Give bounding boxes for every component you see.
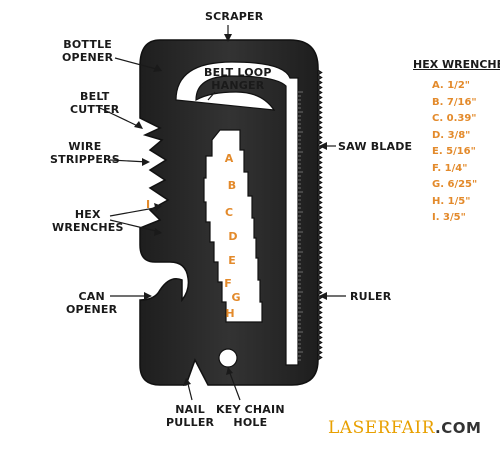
hex-legend-item: B. 7/16" bbox=[432, 96, 477, 108]
saw-tooth-row bbox=[317, 69, 323, 361]
label-scraper: SCRAPER bbox=[205, 10, 264, 23]
label-belt-loop-hanger-line2: HANGER bbox=[211, 79, 265, 92]
label-can-opener: CAN OPENER bbox=[66, 290, 117, 316]
key-chain-hole bbox=[218, 348, 238, 368]
label-can-opener-line1: CAN bbox=[78, 290, 105, 303]
hex-legend-item: G. 6/25" bbox=[432, 179, 478, 190]
hex-letter: H bbox=[225, 307, 234, 320]
hex-wrench-cutout bbox=[203, 129, 263, 323]
hex-wrenches-legend: A. 1/2" B. 7/16" C. 0.39" D. 3/8" E. 5/16" F.… bbox=[432, 78, 477, 227]
leader-arrows bbox=[134, 34, 327, 386]
hex-legend-item: D. 3/8" bbox=[432, 129, 471, 141]
hex-letter: E bbox=[228, 254, 236, 267]
hex-legend-item: H. 1/5" bbox=[432, 195, 471, 207]
label-can-opener-line2: OPENER bbox=[66, 303, 118, 316]
label-wire-strippers: WIRE STRIPPERS bbox=[50, 140, 120, 166]
label-belt-loop-hanger: BELT LOOP HANGER bbox=[204, 66, 272, 92]
label-saw-blade: SAW BLADE bbox=[338, 140, 413, 153]
saw-blade-teeth bbox=[317, 69, 323, 361]
ruler-ticks bbox=[298, 91, 303, 361]
bottle-opener-cutout bbox=[175, 61, 299, 366]
label-wire-strippers-line2: STRIPPERS bbox=[50, 153, 120, 166]
label-nail-puller: NAIL PULLER bbox=[166, 403, 214, 429]
hex-letter: G bbox=[231, 291, 240, 304]
label-bottle-opener-line1: BOTTLE bbox=[63, 38, 113, 51]
label-belt-cutter-line1: BELT bbox=[80, 90, 110, 103]
label-wire-strippers-line1: WIRE bbox=[68, 140, 102, 153]
hex-letter: F bbox=[224, 277, 232, 290]
label-hex-wrenches-line2: WRENCHES bbox=[52, 221, 124, 234]
logo-brand: LASERFAIR bbox=[328, 418, 436, 438]
label-belt-cutter: BELT CUTTER bbox=[70, 90, 119, 116]
label-belt-loop-hanger-line1: BELT LOOP bbox=[204, 66, 272, 79]
label-belt-cutter-line2: CUTTER bbox=[70, 103, 120, 116]
hex-legend-item: A. 1/2" bbox=[432, 80, 470, 91]
label-hex-wrenches: HEX WRENCHES bbox=[52, 208, 124, 234]
hex-legend-item: E. 5/16" bbox=[432, 146, 476, 157]
hex-legend-item: C. 0.39" bbox=[432, 113, 477, 124]
hex-legend-item: F. 1/4" bbox=[432, 162, 468, 174]
label-nail-puller-line2: PULLER bbox=[166, 416, 215, 429]
label-key-chain-hole-line2: HOLE bbox=[233, 416, 268, 429]
label-nail-puller-line1: NAIL bbox=[175, 403, 205, 416]
hex-letter: B bbox=[228, 179, 236, 192]
label-key-chain-hole-line1: KEY CHAIN bbox=[216, 403, 285, 416]
hex-side-letter: I bbox=[146, 198, 150, 211]
hex-legend-item: I. 3/5" bbox=[432, 212, 466, 223]
hex-letter: D bbox=[228, 230, 237, 243]
logo-suffix: .COM bbox=[435, 419, 482, 437]
label-key-chain-hole: KEY CHAIN HOLE bbox=[216, 403, 285, 429]
laserfair-logo: LASERFAIR.COM bbox=[328, 418, 481, 438]
hex-wrenches-legend-title: HEX WRENCHES bbox=[413, 58, 500, 71]
hex-letter: C bbox=[225, 206, 233, 219]
hex-letter: A bbox=[225, 152, 234, 165]
label-hex-wrenches-line1: HEX bbox=[74, 208, 101, 221]
label-ruler: RULER bbox=[350, 290, 392, 303]
label-bottle-opener-line2: OPENER bbox=[62, 51, 114, 64]
label-bottle-opener: BOTTLE OPENER bbox=[62, 38, 113, 64]
ruler-tick-row bbox=[298, 91, 303, 361]
